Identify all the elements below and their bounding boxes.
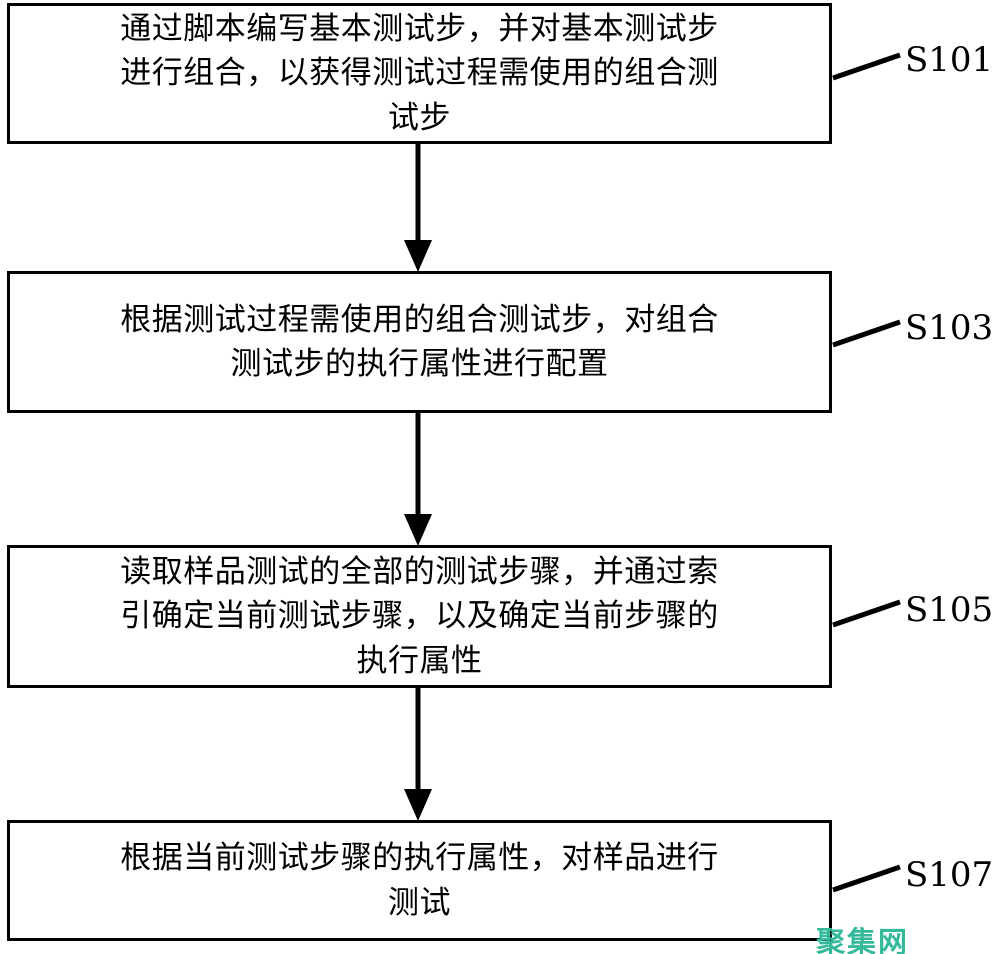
leader-line-s105: [832, 599, 901, 628]
connector-s103-s105: [404, 413, 432, 546]
step-s105-text: 读取样品测试的全部的测试步骤，并通过索 引确定当前测试步骤，以及确定当前步骤的 …: [120, 554, 719, 679]
flowchart-step-s105: 读取样品测试的全部的测试步骤，并通过索 引确定当前测试步骤，以及确定当前步骤的 …: [7, 545, 832, 688]
connector-s105-s107: [404, 688, 432, 821]
step-s101-text: 通过脚本编写基本测试步，并对基本测试步 进行组合，以获得测试过程需使用的组合测 …: [120, 11, 719, 136]
leader-line-s101: [832, 52, 901, 81]
step-s101-id-label: S101: [905, 40, 994, 80]
site-watermark: 聚集网: [816, 925, 910, 954]
connector-s101-s103: [404, 144, 432, 272]
flowchart-step-s101: 通过脚本编写基本测试步，并对基本测试步 进行组合，以获得测试过程需使用的组合测 …: [7, 3, 832, 144]
step-s105-id-label: S105: [905, 590, 994, 630]
flowchart-step-s107: 根据当前测试步骤的执行属性，对样品进行 测试: [7, 820, 832, 941]
flowchart-step-s103: 根据测试过程需使用的组合测试步，对组合 测试步的执行属性进行配置: [7, 271, 832, 413]
step-s103-id-label: S103: [905, 308, 994, 348]
leader-line-s107: [832, 864, 901, 893]
step-s107-id-label: S107: [905, 855, 994, 895]
step-s107-text: 根据当前测试步骤的执行属性，对样品进行 测试: [120, 840, 719, 921]
step-s103-text: 根据测试过程需使用的组合测试步，对组合 测试步的执行属性进行配置: [120, 301, 719, 382]
leader-line-s103: [832, 319, 901, 348]
